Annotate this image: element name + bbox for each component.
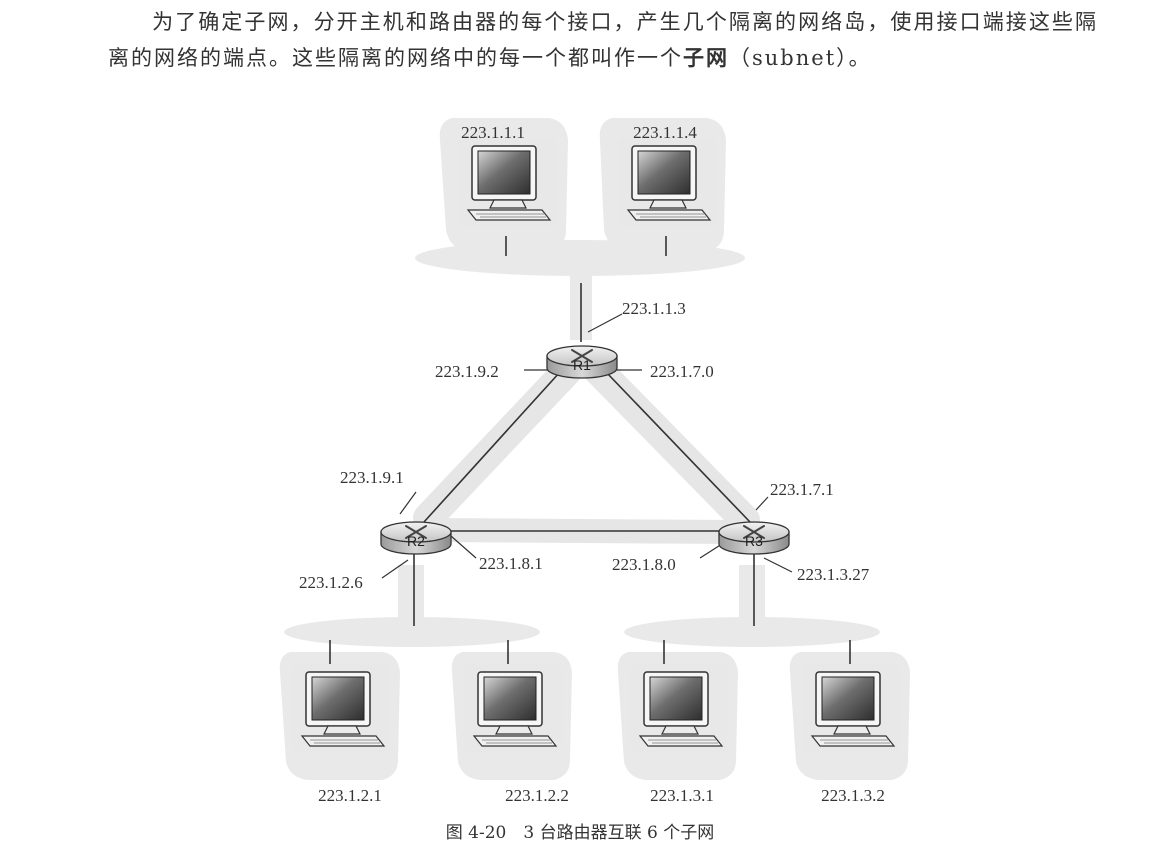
router-r1: R1 <box>546 345 618 379</box>
computer-h4 <box>463 663 563 753</box>
computer-h1 <box>457 137 557 227</box>
computer-h6 <box>801 663 901 753</box>
computer-h2 <box>617 137 717 227</box>
iface-r3-to-r1: 223.1.7.1 <box>770 480 834 499</box>
host-ip-h5: 223.1.3.1 <box>650 786 714 805</box>
computer-h5 <box>629 663 729 753</box>
computer-h3 <box>291 663 391 753</box>
host-ip-h1: 223.1.1.1 <box>461 123 525 142</box>
interface-leaders <box>381 313 793 579</box>
iface-r3-lan: 223.1.3.27 <box>797 565 870 584</box>
term-subnet: 子网 <box>683 46 729 70</box>
iface-r2-lan: 223.1.2.6 <box>299 573 363 592</box>
host-ip-h3: 223.1.2.1 <box>318 786 382 805</box>
link-shading <box>413 355 760 544</box>
host-ip-h4: 223.1.2.2 <box>505 786 569 805</box>
body-paragraph: 为了确定子网，分开主机和路由器的每个接口，产生几个隔离的网络岛，使用接口端接这些… <box>108 4 1098 76</box>
router-r2-label: R2 <box>407 533 425 549</box>
figure-caption: 图 4-20 3 台路由器互联 6 个子网 <box>446 823 714 843</box>
router-r3: R3 <box>718 521 790 555</box>
iface-r1-to-r3: 223.1.7.0 <box>650 362 714 381</box>
router-r1-label: R1 <box>573 357 591 373</box>
iface-r3-to-r2: 223.1.8.0 <box>612 555 676 574</box>
router-r3-label: R3 <box>745 533 763 549</box>
links <box>329 236 851 668</box>
host-ip-h2: 223.1.1.4 <box>633 123 697 142</box>
paragraph-text: 为了确定子网，分开主机和路由器的每个接口，产生几个隔离的网络岛，使用接口端接这些… <box>108 10 1098 70</box>
iface-r1-to-r2: 223.1.9.2 <box>435 362 499 381</box>
router-r2: R2 <box>380 521 452 555</box>
iface-r2-to-r1: 223.1.9.1 <box>340 468 404 487</box>
host-ip-h6: 223.1.3.2 <box>821 786 885 805</box>
iface-r2-to-r3: 223.1.8.1 <box>479 554 543 573</box>
paragraph-text-end: （subnet）。 <box>729 46 872 70</box>
iface-r1-lan: 223.1.1.3 <box>622 299 686 318</box>
